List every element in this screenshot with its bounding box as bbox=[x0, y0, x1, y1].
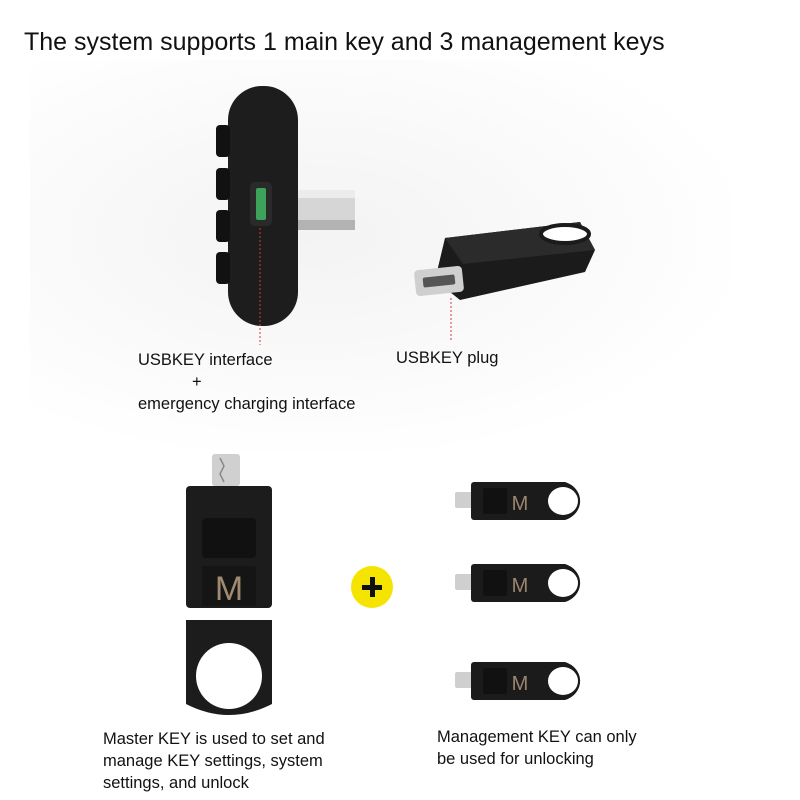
lock-side-button bbox=[216, 252, 230, 284]
master-key-letter: M bbox=[215, 570, 243, 608]
management-key: M bbox=[455, 564, 581, 602]
caption-line: settings, and unlock bbox=[103, 774, 249, 792]
lock-body-illustration bbox=[216, 86, 355, 345]
svg-text:M: M bbox=[512, 575, 529, 597]
caption-line: Management KEY can only bbox=[437, 728, 637, 746]
plus-label: + bbox=[192, 373, 202, 391]
caption-line: Master KEY is used to set and bbox=[103, 730, 325, 748]
management-key-caption: Management KEY can only be used for unlo… bbox=[437, 726, 637, 770]
svg-text:M: M bbox=[512, 493, 529, 515]
management-keys-illustration: M M M bbox=[455, 482, 581, 700]
micro-usb-connector bbox=[212, 454, 240, 486]
usbkey-plug-label: USBKEY plug bbox=[396, 349, 499, 367]
key-ring-hole bbox=[539, 223, 591, 245]
page-title: The system supports 1 main key and 3 man… bbox=[24, 28, 665, 56]
key-ring-hole bbox=[196, 643, 262, 709]
master-key-caption: Master KEY is used to set and manage KEY… bbox=[103, 728, 325, 794]
caption-line: manage KEY settings, system bbox=[103, 752, 323, 770]
management-key: M bbox=[455, 482, 581, 520]
lock-side-button bbox=[216, 210, 230, 242]
lock-side-button bbox=[216, 168, 230, 200]
emergency-charging-label: emergency charging interface bbox=[138, 395, 356, 413]
usbkey-plug-illustration bbox=[414, 222, 595, 342]
background-vignette bbox=[30, 60, 730, 450]
usbkey-interface-label: USBKEY interface bbox=[138, 351, 273, 369]
yellow-plus-icon bbox=[351, 566, 393, 608]
management-key: M bbox=[455, 662, 581, 700]
svg-text:M: M bbox=[512, 673, 529, 695]
master-key-illustration: M bbox=[186, 454, 272, 715]
caption-line: be used for unlocking bbox=[437, 750, 594, 768]
lock-side-button bbox=[216, 125, 230, 157]
